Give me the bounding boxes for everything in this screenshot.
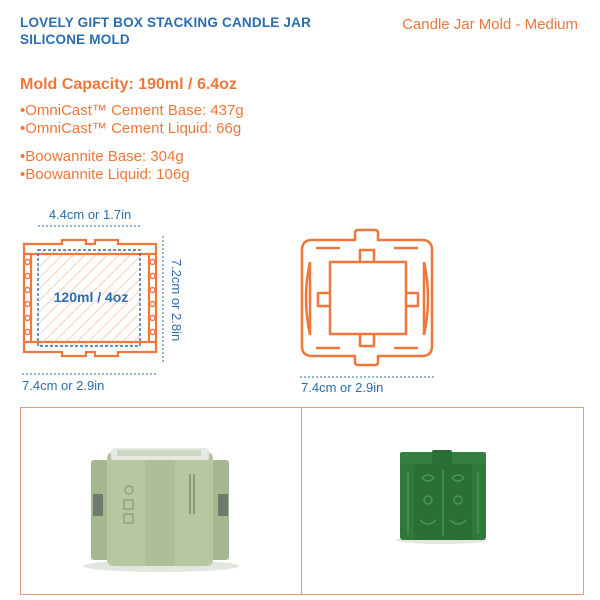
product-title: LOVELY GIFT BOX STACKING CANDLE JAR SILI… xyxy=(20,14,340,48)
boowannite-base: •Boowannite Base: 304g xyxy=(20,148,184,165)
product-photos xyxy=(20,407,584,595)
height-label: 7.2cm or 2.8in xyxy=(169,259,184,341)
inner-capacity-label: 120ml / 4oz xyxy=(54,289,129,305)
top-view-diagram: 7.4cm or 2.9in xyxy=(300,228,434,395)
side-profile-diagram: 4.4cm or 1.7in 7.2cm or 2.8in 120ml / 4o… xyxy=(22,207,184,393)
omnicast-specs: •OmniCast™ Cement Base: 437g •OmniCast™ … xyxy=(20,102,244,138)
photo-divider xyxy=(301,408,302,594)
outer-width-label-right: 7.4cm or 2.9in xyxy=(301,380,383,395)
boowannite-liquid: •Boowannite Liquid: 106g xyxy=(20,166,190,183)
boowannite-specs: •Boowannite Base: 304g •Boowannite Liqui… xyxy=(20,148,190,184)
omnicast-base: •OmniCast™ Cement Base: 437g xyxy=(20,102,244,119)
dimension-diagrams: 4.4cm or 1.7in 7.2cm or 2.8in 120ml / 4o… xyxy=(22,207,434,395)
inner-width-label: 4.4cm or 1.7in xyxy=(49,207,131,222)
title-line-2: SILICONE MOLD xyxy=(20,32,130,47)
omnicast-liquid: •OmniCast™ Cement Liquid: 66g xyxy=(20,120,242,137)
product-variant: Candle Jar Mold - Medium xyxy=(402,16,578,33)
title-line-1: LOVELY GIFT BOX STACKING CANDLE JAR xyxy=(20,15,312,30)
outer-width-label-left: 7.4cm or 2.9in xyxy=(22,378,104,393)
mold-photo xyxy=(83,448,239,572)
candle-jar-photo xyxy=(396,450,488,544)
mold-capacity: Mold Capacity: 190ml / 6.4oz xyxy=(20,76,237,93)
